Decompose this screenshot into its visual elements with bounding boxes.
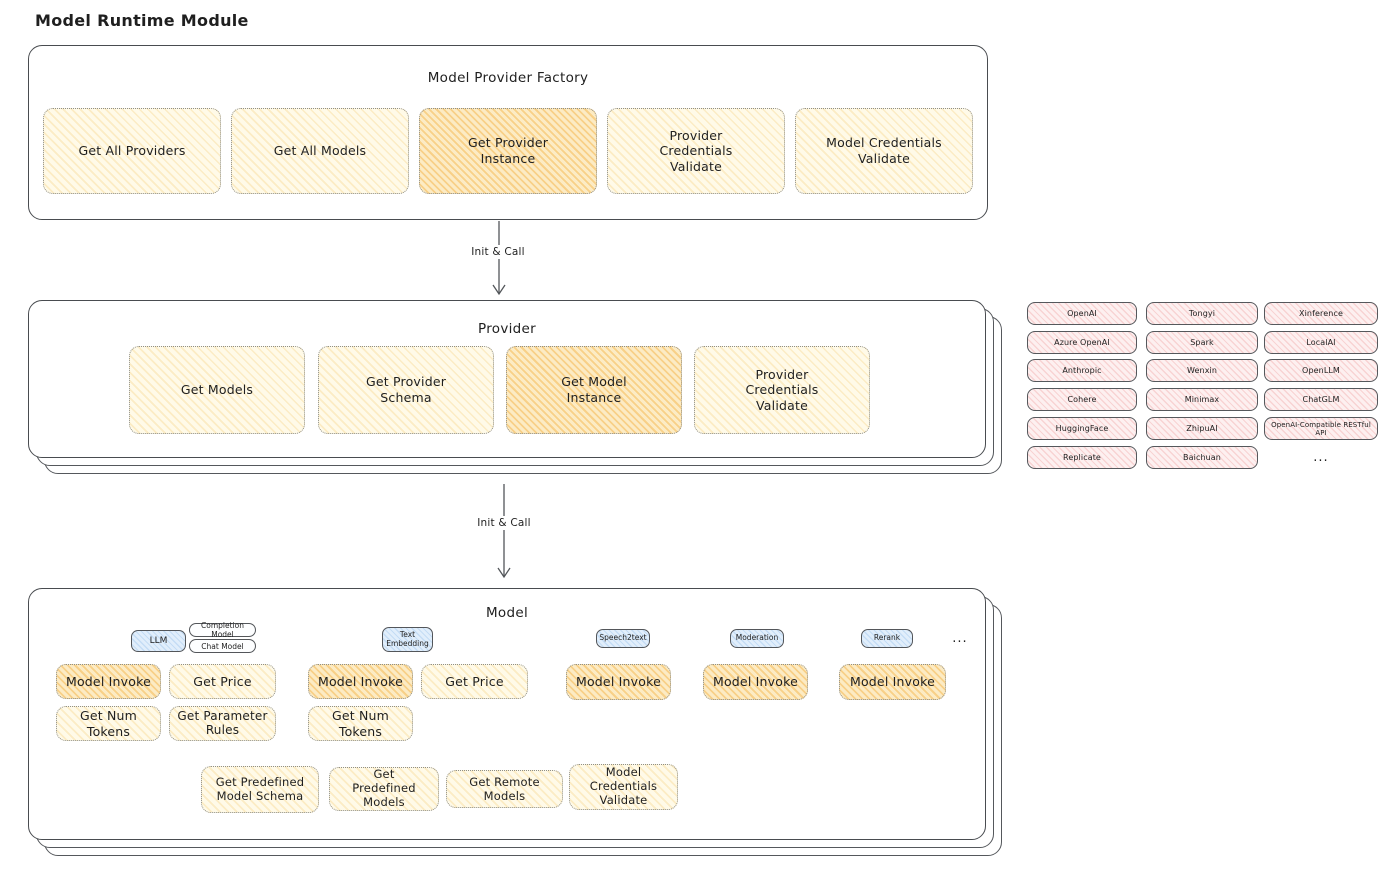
provider-get-model-instance: Get Model Instance	[506, 346, 682, 434]
page-title: Model Runtime Module	[35, 11, 249, 30]
model-box: Model LLM Completion Model Chat Model Te…	[28, 588, 986, 840]
chip-text-embedding: Text Embedding	[382, 627, 433, 652]
factory-provider-credentials-validate: Provider Credentials Validate	[607, 108, 785, 194]
provider-item-xinference: Xinference	[1264, 302, 1378, 325]
model-get-remote-models: Get Remote Models	[446, 770, 563, 808]
factory-box: Model Provider Factory Get All Providers…	[28, 45, 988, 220]
model-chips-more: ...	[952, 631, 968, 646]
provider-item-localai: LocalAI	[1264, 331, 1378, 354]
chip-chat-model: Chat Model	[189, 639, 256, 653]
provider-item-openai: OpenAI	[1027, 302, 1137, 325]
provider-list-more: ...	[1313, 450, 1329, 465]
moderation-model-invoke: Model Invoke	[703, 664, 808, 700]
model-credentials-validate: Model Credentials Validate	[569, 764, 678, 810]
rerank-model-invoke: Model Invoke	[839, 664, 946, 700]
arrow-down-icon	[492, 221, 506, 296]
provider-item-openllm: OpenLLM	[1264, 359, 1378, 382]
provider-credentials-validate: Provider Credentials Validate	[694, 346, 870, 434]
provider-item-baichuan: Baichuan	[1146, 446, 1258, 469]
model-get-predefined-models: Get Predefined Models	[329, 767, 439, 811]
arrow-down-icon	[497, 484, 511, 579]
provider-item-azure-openai: Azure OpenAI	[1027, 331, 1137, 354]
provider-item-wenxin: Wenxin	[1146, 359, 1258, 382]
text-embedding-model-invoke: Model Invoke	[308, 664, 413, 699]
llm-get-num-tokens: Get Num Tokens	[56, 706, 161, 741]
llm-get-parameter-rules: Get Parameter Rules	[169, 706, 276, 741]
factory-get-provider-instance: Get Provider Instance	[419, 108, 597, 194]
provider-get-provider-schema: Get Provider Schema	[318, 346, 494, 434]
provider-item-minimax: Minimax	[1146, 388, 1258, 411]
factory-model-credentials-validate: Model Credentials Validate	[795, 108, 973, 194]
text-embedding-get-num-tokens: Get Num Tokens	[308, 706, 413, 741]
speech2text-model-invoke: Model Invoke	[566, 664, 671, 700]
model-get-predefined-model-schema: Get Predefined Model Schema	[201, 766, 319, 813]
provider-item-zhipuai: ZhipuAI	[1146, 417, 1258, 440]
llm-get-price: Get Price	[169, 664, 276, 699]
llm-model-invoke: Model Invoke	[56, 664, 161, 699]
provider-item-cohere: Cohere	[1027, 388, 1137, 411]
provider-item-tongyi: Tongyi	[1146, 302, 1258, 325]
provider-item-huggingface: HuggingFace	[1027, 417, 1137, 440]
chip-llm: LLM	[131, 630, 186, 652]
chip-rerank: Rerank	[861, 629, 913, 648]
chip-completion-model: Completion Model	[189, 621, 256, 639]
model-title: Model	[485, 605, 529, 621]
arrow2-label: Init & Call	[464, 516, 544, 530]
factory-title: Model Provider Factory	[427, 70, 589, 86]
provider-item-openai-compatible: OpenAI-Compatible RESTful API	[1264, 417, 1378, 440]
chip-speech2text: Speech2text	[596, 629, 650, 648]
provider-item-anthropic: Anthropic	[1027, 359, 1137, 382]
provider-item-spark: Spark	[1146, 331, 1258, 354]
provider-get-models: Get Models	[129, 346, 305, 434]
provider-item-chatglm: ChatGLM	[1264, 388, 1378, 411]
provider-item-replicate: Replicate	[1027, 446, 1137, 469]
factory-get-all-providers: Get All Providers	[43, 108, 221, 194]
factory-get-all-models: Get All Models	[231, 108, 409, 194]
provider-box: Provider Get Models Get Provider Schema …	[28, 300, 986, 458]
chip-moderation: Moderation	[730, 629, 784, 648]
provider-title: Provider	[478, 321, 536, 337]
text-embedding-get-price: Get Price	[421, 664, 528, 699]
arrow1-label: Init & Call	[458, 245, 538, 259]
